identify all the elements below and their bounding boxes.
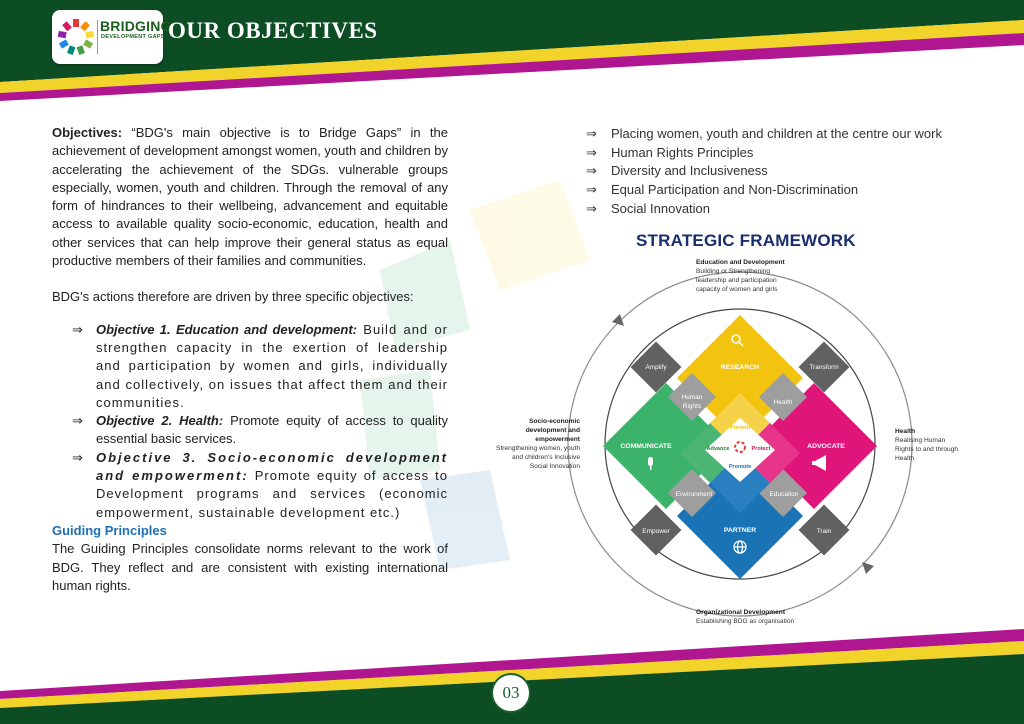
watermark-logo [360,180,590,570]
objective-item-2: ⇒ Objective 2. Health: Promote equity of … [52,412,448,449]
arrow-icon: ⇒ [72,449,83,465]
amplify-label: Amplify [645,364,667,371]
empower-diamond [630,504,682,556]
arrow-icon: ⇒ [586,163,597,179]
transform-diamond [798,341,850,393]
health-inner-label: Health [774,399,793,406]
principle-item: ⇒Social Innovation [586,200,942,219]
research-label: RESEARCH [721,364,759,371]
ring-arrow-icon [612,314,624,326]
train-diamond [798,504,850,556]
objective-item-1: ⇒ Objective 1. Education and development:… [52,321,448,412]
bottom-label-line: Establishing BDG as organisation [696,618,795,625]
amplify-diamond [630,341,682,393]
microphone-icon [648,457,653,470]
objectives-list: ⇒ Objective 1. Education and development:… [52,321,448,522]
guiding-principles-heading: Guiding Principles [52,522,167,538]
protect-label: Protect [752,446,771,452]
objective-title: Objective 1. Education and development: [96,321,357,337]
principle-item: ⇒Equal Participation and Non-Discriminat… [586,181,942,200]
principle-item: ⇒Placing women, youth and children at th… [586,125,942,144]
principles-list: ⇒Placing women, youth and children at th… [586,125,942,219]
megaphone-icon [812,455,826,471]
objectives-intro: Objectives: “BDG's main objective is to … [52,124,448,270]
promote-label: Promote [729,464,751,470]
empower-label: Empower [642,528,670,535]
arrow-icon: ⇒ [72,321,83,337]
partner-label: PARTNER [724,527,756,534]
page-number: 03 [491,673,531,713]
transform-label: Transform [809,364,838,371]
top-label-line: Building or Strengthening [696,268,770,275]
principle-item: ⇒Diversity and Inclusiveness [586,162,942,181]
logo-divider [97,20,98,54]
framework-title: STRATEGIC FRAMEWORK [636,231,856,250]
logo-title: BRIDGING [100,18,172,34]
arrow-icon: ⇒ [586,200,597,216]
right-label-line: Health [895,455,914,462]
top-label-title: Education and Development [696,259,785,266]
top-label-line: capacity of women and girls [696,286,778,293]
objectives-label: Objectives: [52,125,123,140]
objectives-intro-text: “BDG's main objective is to Bridge Gaps”… [52,125,449,269]
train-label: Train [817,528,832,535]
left-label-title: development and [526,427,580,434]
top-label-line: leadership and participation [696,277,777,284]
bottom-magenta-stripe [0,629,1024,699]
arrow-icon: ⇒ [586,144,597,160]
human-rights-diamond [667,372,717,422]
outer-ring [567,271,913,617]
human-rights-label-line1: Human [682,394,703,401]
top-green-band [0,0,1024,82]
left-label-title: empowerment [535,436,581,443]
logo-subtitle: DEVELOPMENT GAPS [101,34,165,40]
arrow-icon: ⇒ [586,182,597,198]
right-label-line: Realising Human [895,437,946,444]
center-core [705,418,775,482]
center-logo-icon [734,441,746,453]
health-diamond [758,372,808,422]
guiding-principles-text: The Guiding Principles consolidate norms… [52,541,448,593]
prevent-label: Prevent [730,425,750,431]
left-label-line: and children's Inclusive [512,454,580,461]
principle-item: ⇒Human Rights Principles [586,144,942,163]
globe-icon [733,540,747,554]
communicate-label: COMMUNICATE [620,443,672,450]
arrow-icon: ⇒ [72,413,83,429]
logo-card [52,10,163,64]
objective-text: Promote equity of access to quality esse… [96,413,448,447]
right-label-title: Health [895,428,915,435]
objective-item-3: ⇒ Objective 3. Socio-economic development… [52,449,448,522]
page-title: OUR OBJECTIVES [168,18,378,43]
objective-text: Build and or strengthen capacity in the … [96,321,448,410]
bottom-label-title: Organizational Development [696,609,786,616]
education-inner-label: Education [770,491,799,498]
magnifier-icon [731,334,744,347]
objective-title: Objective 2. Health: [96,413,224,429]
objectives-column: Objectives: “BDG's main objective is to … [52,124,448,595]
top-yellow-stripe [0,20,1024,93]
objective-title: Objective 3. Socio-economic development … [96,449,448,484]
top-magenta-stripe [0,33,1024,101]
bdg-logo-icon [57,19,95,55]
arrow-icon: ⇒ [586,126,597,141]
objective-text: Promote equity of access to Development … [96,468,448,520]
advocate-label: ADVOCATE [807,443,845,450]
environment-label: Environment [676,491,713,498]
actions-text: BDG's actions therefore are driven by th… [52,289,414,305]
environment-diamond [667,468,717,518]
human-rights-label-line2: Rights [683,403,702,410]
ring-arrow-icon [862,562,874,574]
left-label-line: Strengthening women, youth [496,445,580,452]
left-label-title: Socio-economic [529,418,580,425]
right-label-line: Rights to and through [895,446,958,453]
left-label-line: Social Innovation [530,463,581,470]
advance-label: Advance [707,446,730,452]
